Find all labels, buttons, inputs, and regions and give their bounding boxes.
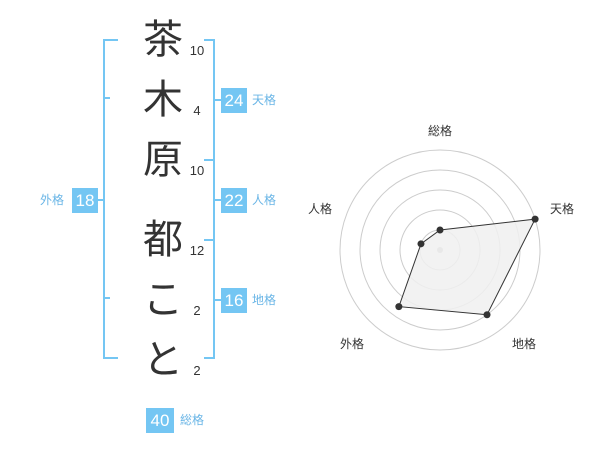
name-char-3: 原 — [143, 137, 183, 183]
soukaku-value-badge: 40 — [146, 408, 174, 433]
gaikaku-value-badge: 18 — [72, 188, 98, 213]
chikaku-label: 地格 — [252, 293, 277, 307]
name-char-1: 茶 — [143, 17, 183, 63]
stroke-count-3: 10 — [189, 163, 205, 178]
radar-axis-label-chikaku: 地格 — [512, 337, 537, 351]
radar-axis-label-jinkaku: 人格 — [308, 202, 333, 216]
jinkaku-value-badge: 22 — [221, 188, 247, 213]
stroke-count-4: 12 — [189, 243, 205, 258]
radar-point-1 — [436, 226, 444, 234]
radar-point-4 — [395, 303, 403, 311]
name-char-5: こ — [143, 277, 183, 323]
name-char-6: と — [143, 337, 183, 383]
name-char-4: 都 — [143, 217, 183, 263]
radar-axis-label-gaikaku: 外格 — [340, 337, 365, 351]
stroke-count-2: 4 — [193, 103, 201, 118]
radar-axis-label-tenkaku: 天格 — [550, 202, 575, 216]
radar-grid-ring — [339, 149, 541, 351]
radar-point-5 — [417, 240, 425, 248]
stroke-count-1: 10 — [189, 43, 205, 58]
radar-points — [395, 215, 539, 319]
jinkaku-label: 人格 — [252, 193, 277, 207]
tenkaku-value-badge: 24 — [221, 88, 247, 113]
radar-polygon — [398, 218, 536, 316]
stroke-count-6: 2 — [193, 363, 201, 378]
soukaku-label: 総格 — [180, 413, 205, 427]
radar-point-3 — [483, 311, 491, 319]
name-char-2: 木 — [143, 77, 183, 123]
gaikaku-label: 外格 — [40, 193, 65, 207]
radar-axis-label-soukaku: 総格 — [428, 124, 453, 138]
stroke-count-5: 2 — [193, 303, 201, 318]
chikaku-value-badge: 16 — [221, 288, 247, 313]
tenkaku-label: 天格 — [252, 93, 277, 107]
radar-point-2 — [531, 215, 539, 223]
